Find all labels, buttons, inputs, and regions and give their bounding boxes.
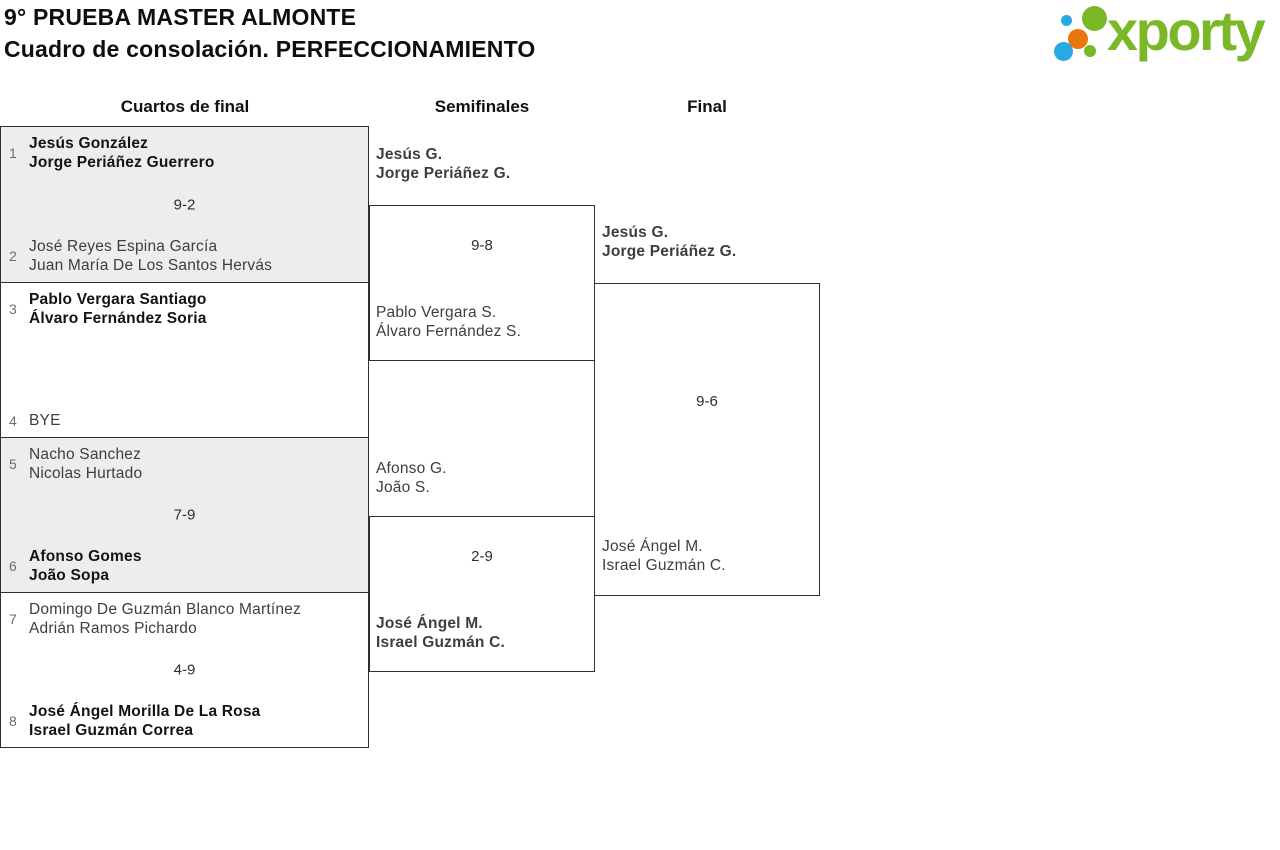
logo-dot-blue-small-icon bbox=[1061, 15, 1072, 26]
seed-number: 2 bbox=[9, 248, 17, 264]
team-names: José Reyes Espina García Juan María De L… bbox=[29, 237, 272, 275]
seed-number: 4 bbox=[9, 412, 17, 429]
sf2-team-bottom-label: José Ángel M. Israel Guzmán C. bbox=[376, 614, 505, 652]
logo-dot-green-small-icon bbox=[1084, 45, 1096, 57]
team-names: Jesús González Jorge Periáñez Guerrero bbox=[29, 134, 215, 172]
match-box-qf2[interactable]: 3 Pablo Vergara Santiago Álvaro Fernánde… bbox=[0, 282, 369, 438]
player-name: José Reyes Espina García bbox=[29, 238, 218, 255]
player-name: Pablo Vergara S. bbox=[376, 304, 497, 321]
final-team-bottom-label: José Ángel M. Israel Guzmán C. bbox=[602, 537, 726, 575]
seed-number: 8 bbox=[9, 713, 17, 729]
tournament-title: 9° PRUEBA MASTER ALMONTE bbox=[4, 4, 357, 30]
player-name: Pablo Vergara Santiago bbox=[29, 291, 207, 308]
seed-number: 5 bbox=[9, 456, 17, 472]
player-name: Israel Guzmán C. bbox=[376, 634, 505, 651]
xporty-wordmark: xporty bbox=[1107, 0, 1266, 62]
match-box-qf3[interactable]: 5 Nacho Sanchez Nicolas Hurtado 7-9 6 Af… bbox=[0, 437, 369, 593]
player-name: Jesús G. bbox=[376, 146, 443, 163]
player-name: Álvaro Fernández S. bbox=[376, 323, 522, 340]
player-name: Adrián Ramos Pichardo bbox=[29, 620, 197, 637]
player-name: José Ángel Morilla De La Rosa bbox=[29, 703, 261, 720]
team-names: José Ángel Morilla De La Rosa Israel Guz… bbox=[29, 702, 260, 740]
xporty-logo[interactable]: xporty bbox=[1045, 0, 1280, 76]
player-name: Afonso G. bbox=[376, 460, 447, 477]
team-entry: 3 Pablo Vergara Santiago Álvaro Fernánde… bbox=[9, 290, 360, 328]
final-score: 9-6 bbox=[696, 393, 718, 410]
sf1-score: 9-8 bbox=[471, 237, 493, 254]
bye-label: BYE bbox=[29, 412, 61, 429]
team-names: BYE bbox=[29, 411, 61, 430]
team-entry: 1 Jesús González Jorge Periáñez Guerrero bbox=[9, 134, 360, 172]
logo-dot-green-large-icon bbox=[1082, 6, 1107, 31]
logo-dot-orange-icon bbox=[1068, 29, 1088, 49]
sf1-team-top-label: Jesús G. Jorge Periáñez G. bbox=[376, 145, 510, 183]
round-header-final: Final bbox=[687, 97, 727, 116]
match-box-final[interactable] bbox=[594, 283, 820, 596]
player-name: Jorge Periáñez G. bbox=[376, 165, 511, 182]
round-header-cuartos-de-final: Cuartos de final bbox=[120, 97, 250, 116]
match-score: 7-9 bbox=[173, 506, 196, 524]
player-name: Jorge Periáñez G. bbox=[602, 243, 737, 260]
page-title: 9° PRUEBA MASTER ALMONTE Cuadro de conso… bbox=[4, 1, 536, 65]
sf2-score: 2-9 bbox=[471, 548, 493, 565]
team-entry: 2 José Reyes Espina García Juan María De… bbox=[9, 237, 360, 275]
final-team-top-label: Jesús G. Jorge Periáñez G. bbox=[602, 223, 736, 261]
logo-dot-blue-medium-icon bbox=[1054, 42, 1073, 61]
round-header-semifinales: Semifinales bbox=[434, 97, 530, 116]
player-name: Juan María De Los Santos Hervás bbox=[29, 257, 273, 274]
team-names: Domingo De Guzmán Blanco Martínez Adrián… bbox=[29, 600, 301, 638]
seed-number: 6 bbox=[9, 558, 17, 574]
player-name: José Ángel M. bbox=[602, 538, 703, 555]
bracket-subtitle: Cuadro de consolación. PERFECCIONAMIENTO bbox=[4, 36, 536, 62]
match-score: 9-2 bbox=[173, 196, 196, 213]
team-names: Pablo Vergara Santiago Álvaro Fernández … bbox=[29, 290, 207, 328]
team-entry: 5 Nacho Sanchez Nicolas Hurtado bbox=[9, 445, 360, 483]
player-name: João S. bbox=[376, 479, 430, 496]
player-name: Jesús González bbox=[29, 135, 149, 152]
team-entry: 6 Afonso Gomes João Sopa bbox=[9, 547, 360, 585]
player-name: Israel Guzmán Correa bbox=[29, 722, 194, 739]
team-names: Nacho Sanchez Nicolas Hurtado bbox=[29, 445, 142, 483]
seed-number: 3 bbox=[9, 301, 17, 317]
player-name: Nacho Sanchez bbox=[29, 446, 142, 463]
player-name: Israel Guzmán C. bbox=[602, 557, 726, 574]
player-name: Jorge Periáñez Guerrero bbox=[29, 154, 215, 171]
team-entry: 4 BYE bbox=[9, 411, 360, 430]
team-entry: 7 Domingo De Guzmán Blanco Martínez Adri… bbox=[9, 600, 360, 638]
team-names: Afonso Gomes João Sopa bbox=[29, 547, 142, 585]
player-name: Jesús G. bbox=[602, 224, 669, 241]
seed-number: 7 bbox=[9, 611, 17, 627]
player-name: Álvaro Fernández Soria bbox=[29, 310, 207, 327]
match-box-qf1[interactable]: 1 Jesús González Jorge Periáñez Guerrero… bbox=[0, 126, 369, 283]
player-name: Domingo De Guzmán Blanco Martínez bbox=[29, 601, 301, 618]
match-score: 4-9 bbox=[173, 661, 196, 679]
sf1-team-bottom-label: Pablo Vergara S. Álvaro Fernández S. bbox=[376, 303, 521, 341]
player-name: José Ángel M. bbox=[376, 615, 483, 632]
player-name: Afonso Gomes bbox=[29, 548, 142, 565]
match-box-qf4[interactable]: 7 Domingo De Guzmán Blanco Martínez Adri… bbox=[0, 592, 369, 748]
player-name: Nicolas Hurtado bbox=[29, 465, 143, 482]
seed-number: 1 bbox=[9, 145, 17, 161]
player-name: João Sopa bbox=[29, 567, 110, 584]
sf2-team-top-label: Afonso G. João S. bbox=[376, 459, 447, 497]
team-entry: 8 José Ángel Morilla De La Rosa Israel G… bbox=[9, 702, 360, 740]
